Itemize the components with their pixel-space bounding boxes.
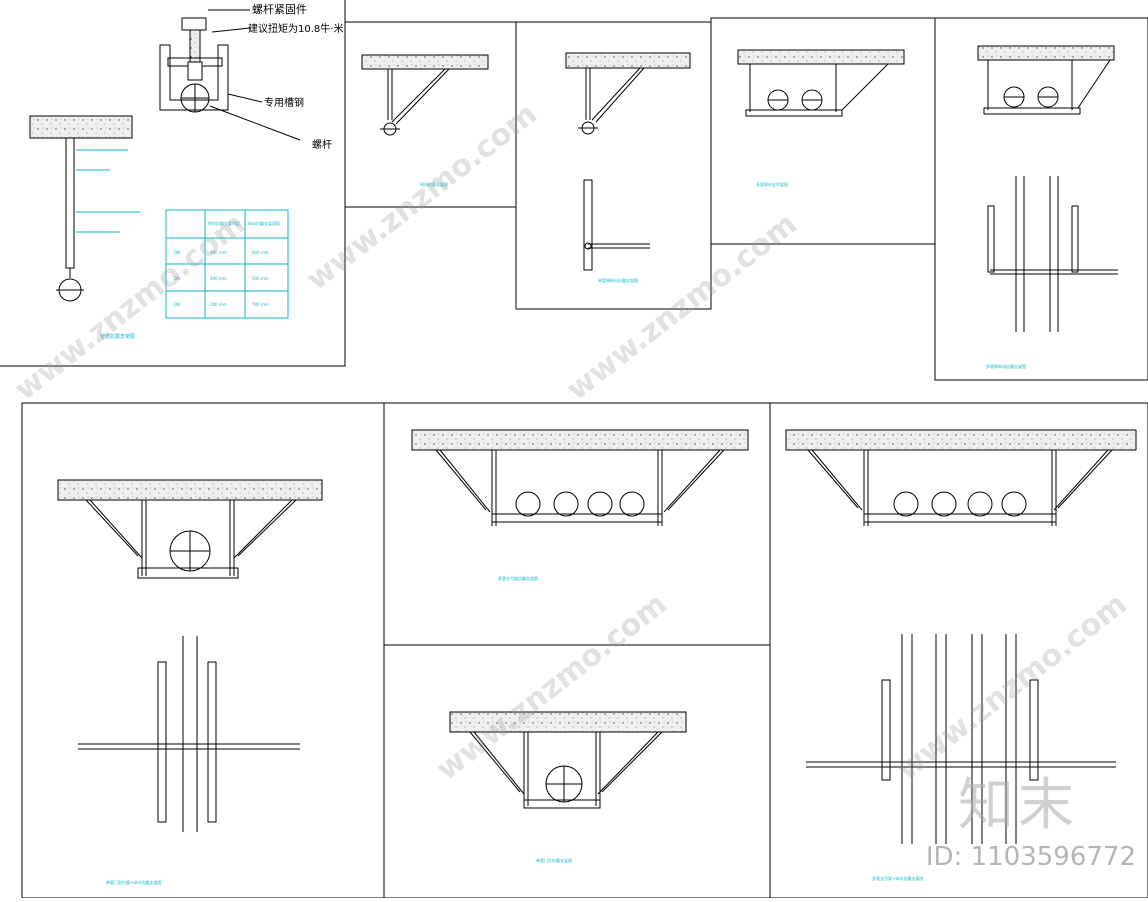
table-cell-1-0: DN	[174, 276, 180, 281]
panel-5-title: 多管侧纵向抗震支架图	[986, 363, 1026, 369]
panel-9-title: 多管支吊架+纵向抗震支架图	[872, 875, 923, 881]
table-cell-2-1: 200 mm	[210, 302, 227, 307]
special-channel-label: 专用槽钢	[264, 96, 304, 109]
brand-watermark: 知末	[958, 773, 1078, 838]
panel-8-title: 单管门型抗震支架图	[536, 857, 572, 863]
panel-9-drawing	[785, 429, 1137, 844]
panel-6-title: 单管门型抗震+纵向抗震支架图	[106, 879, 161, 885]
panel-2-drawing	[361, 54, 489, 136]
table-cell-1-1: 300 mm	[210, 276, 227, 281]
table-cell-1-2: 500 mm	[252, 276, 269, 281]
spacing-table	[165, 209, 289, 319]
panel-1-detail	[159, 9, 301, 141]
table-header-2: 纵向抗震支架间距	[248, 220, 280, 226]
panel-7-title: 多管支吊架抗震支架图	[498, 575, 538, 581]
table-cell-0-0: DN	[174, 250, 180, 255]
panel-7-drawing	[411, 429, 749, 526]
panel-6-drawing	[57, 479, 323, 832]
table-cell-2-2: 700 mm	[252, 302, 269, 307]
screw-rod-label: 螺杆	[312, 139, 332, 151]
panel-2-title: 侧向抗震支架图	[420, 181, 448, 187]
panel-4-title: 多管侧向支吊架图	[756, 181, 788, 187]
id-watermark: ID: 1103596772	[925, 842, 1136, 872]
table-cell-0-1: 400 mm	[210, 250, 227, 255]
panel-1-hanger	[29, 115, 140, 302]
panel-5-drawing	[977, 45, 1118, 332]
panel-3-title: 单管侧纵向抗震支架图	[598, 277, 638, 283]
table-cell-0-2: 600 mm	[252, 250, 269, 255]
panel-4-drawing	[737, 49, 905, 117]
table-cell-2-0: DN	[174, 302, 180, 307]
panel-1-title: 管道抗震支架图	[100, 333, 135, 340]
torque-note-label: 建议扭矩为10.8牛·米	[248, 22, 343, 35]
panel-8-drawing	[449, 711, 687, 809]
panel-3-drawing	[565, 52, 691, 271]
screw-fastener-label: 螺杆紧固件	[252, 2, 307, 16]
table-header-1: 侧向抗震支架间距	[208, 220, 240, 226]
